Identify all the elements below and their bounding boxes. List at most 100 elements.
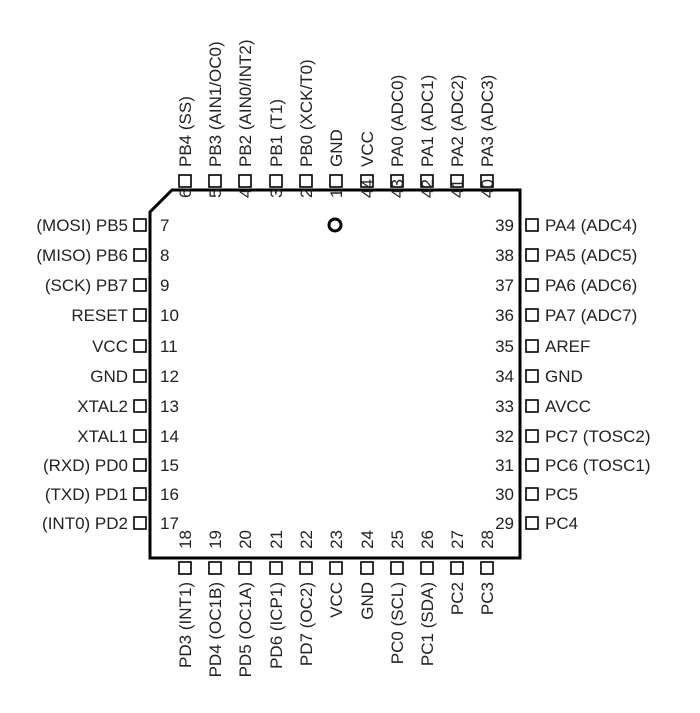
pin-pad-3	[269, 174, 283, 188]
pin-label-25: PC0 (SCL)	[388, 582, 407, 664]
pin-number-3: 3	[267, 189, 286, 198]
pin-number-18: 18	[176, 530, 195, 549]
pin-pad-12	[133, 369, 147, 383]
pin-number-26: 26	[418, 530, 437, 549]
pin-number-25: 25	[388, 530, 407, 549]
pin-label-38: PA5 (ADC5)	[545, 246, 637, 265]
pin-pad-2	[299, 174, 313, 188]
pin-label-1: GND	[327, 129, 346, 167]
pin-pad-39	[525, 218, 539, 232]
pin-number-37: 37	[495, 276, 514, 295]
pin-number-40: 40	[478, 179, 497, 198]
pin-label-7: (MOSI) PB5	[36, 216, 128, 235]
pin-pad-4	[238, 174, 252, 188]
pin-label-17: (INT0) PD2	[42, 514, 128, 533]
pin-pad-32	[525, 429, 539, 443]
pin-label-32: PC7 (TOSC2)	[545, 427, 651, 446]
pin-pad-10	[133, 308, 147, 322]
pin-number-6: 6	[176, 189, 195, 198]
pin-pad-5	[208, 174, 222, 188]
pin-number-41: 41	[448, 179, 467, 198]
pin-label-36: PA7 (ADC7)	[545, 306, 637, 325]
pin-pad-17	[133, 516, 147, 530]
pin-pad-42	[420, 174, 434, 188]
pin-label-24: GND	[358, 582, 377, 620]
pin-label-20: PD5 (OC1A)	[236, 582, 255, 677]
pin-number-15: 15	[160, 456, 179, 475]
pin-label-22: PD7 (OC2)	[297, 582, 316, 666]
pin-label-21: PD6 (ICP1)	[267, 582, 286, 669]
pin-number-44: 44	[358, 179, 377, 198]
pin-number-16: 16	[160, 485, 179, 504]
pin-pad-7	[133, 218, 147, 232]
pin-number-14: 14	[160, 427, 179, 446]
pin-number-4: 4	[236, 189, 255, 198]
pin-pad-20	[238, 561, 252, 575]
pin-pad-19	[208, 561, 222, 575]
pin-number-27: 27	[448, 530, 467, 549]
pin-number-32: 32	[495, 427, 514, 446]
pin-label-3: PB1 (T1)	[267, 99, 286, 167]
pin-label-43: PA0 (ADC0)	[388, 75, 407, 167]
pin-label-19: PD4 (OC1B)	[206, 582, 225, 677]
pin-pad-16	[133, 487, 147, 501]
pin-pad-41	[450, 174, 464, 188]
pin-pad-13	[133, 399, 147, 413]
pin-pad-23	[329, 561, 343, 575]
pin-number-29: 29	[495, 514, 514, 533]
pin-pad-29	[525, 516, 539, 530]
pin-pad-9	[133, 278, 147, 292]
pin-number-42: 42	[418, 179, 437, 198]
pin-number-36: 36	[495, 306, 514, 325]
pin-number-20: 20	[236, 530, 255, 549]
pin-pad-21	[269, 561, 283, 575]
pin-number-13: 13	[160, 397, 179, 416]
pin-label-16: (TXD) PD1	[45, 485, 128, 504]
pin-label-33: AVCC	[545, 397, 591, 416]
pin-label-12: GND	[90, 367, 128, 386]
chip-package-outline	[148, 188, 522, 560]
pin-pad-8	[133, 248, 147, 262]
pin-pad-33	[525, 399, 539, 413]
pin-label-6: PB4 (SS)	[176, 96, 195, 167]
pin-pad-24	[360, 561, 374, 575]
pin-label-41: PA2 (ADC2)	[448, 75, 467, 167]
pin-label-9: (SCK) PB7	[45, 276, 128, 295]
pin-label-2: PB0 (XCK/T0)	[297, 59, 316, 167]
pin-number-31: 31	[495, 456, 514, 475]
pin-pad-38	[525, 248, 539, 262]
pin-number-19: 19	[206, 530, 225, 549]
pin-number-2: 2	[297, 189, 316, 198]
pin-label-28: PC3	[478, 582, 497, 615]
pin-pad-34	[525, 369, 539, 383]
pin-label-34: GND	[545, 367, 583, 386]
pin-pad-35	[525, 339, 539, 353]
pin-pad-25	[390, 561, 404, 575]
pin-pad-15	[133, 458, 147, 472]
pin-pad-31	[525, 458, 539, 472]
pin-label-14: XTAL1	[77, 427, 128, 446]
pin-label-4: PB2 (AIN0/INT2)	[236, 39, 255, 167]
pin-label-18: PD3 (INT1)	[176, 582, 195, 668]
pin-number-43: 43	[388, 179, 407, 198]
pin-number-34: 34	[495, 367, 514, 386]
pin-label-10: RESET	[71, 306, 128, 325]
pin-pad-14	[133, 429, 147, 443]
pin-pad-43	[390, 174, 404, 188]
pin-label-27: PC2	[448, 582, 467, 615]
pin-label-11: VCC	[92, 337, 128, 356]
pin-number-5: 5	[206, 189, 225, 198]
pin-number-24: 24	[358, 530, 377, 549]
pin-number-1: 1	[327, 189, 346, 198]
pin-label-29: PC4	[545, 514, 578, 533]
pin-number-35: 35	[495, 337, 514, 356]
pin-label-39: PA4 (ADC4)	[545, 216, 637, 235]
pin-label-35: AREF	[545, 337, 590, 356]
pin-number-39: 39	[495, 216, 514, 235]
pin-pad-36	[525, 308, 539, 322]
